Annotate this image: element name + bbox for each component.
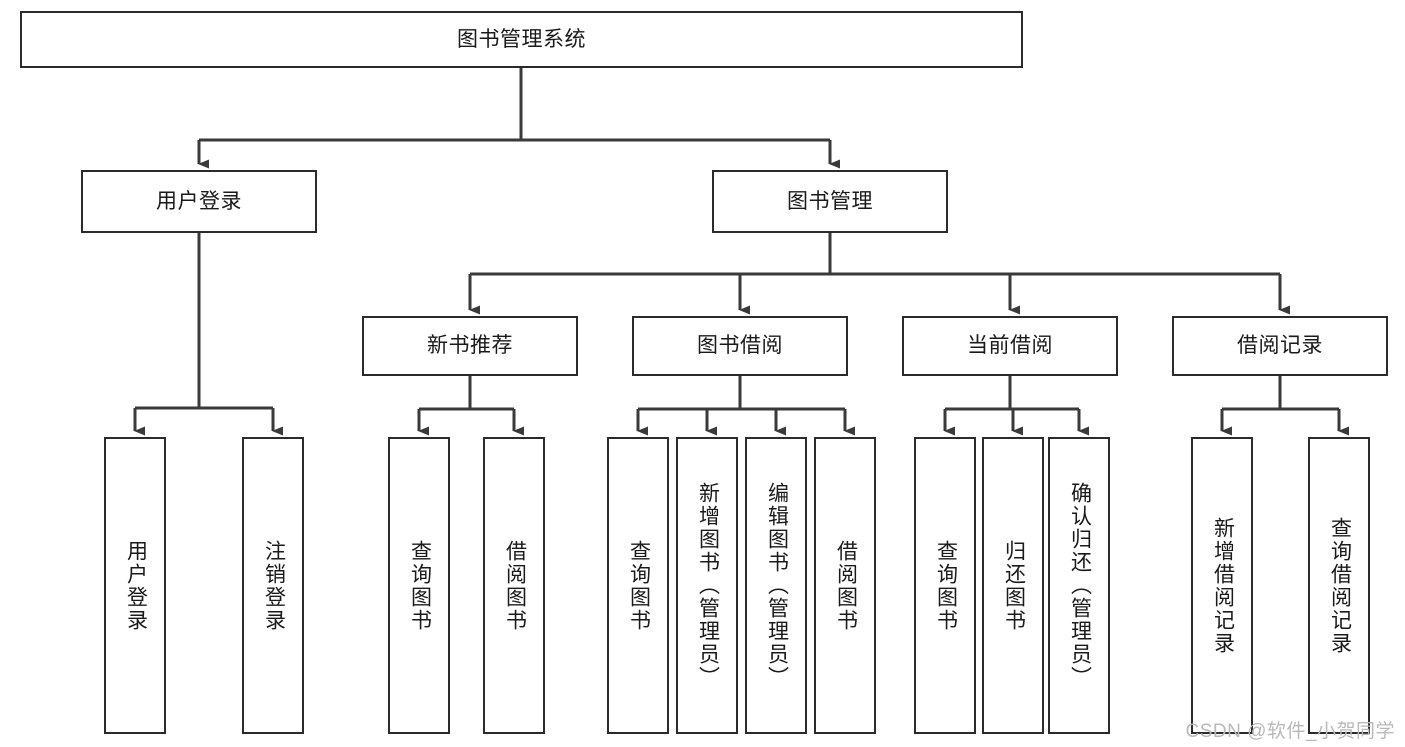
node-label: 用户登录 [124,539,148,632]
node-label: 图书管理 [787,189,873,213]
node-root-book-management-system[interactable]: 图书管理系统 [20,11,1023,68]
node-label: 借阅图书 [503,539,527,632]
leaf-book-borrow-3[interactable]: 编辑图书（管理员） [745,437,807,734]
leaf-current-borrow-3[interactable]: 确认归还（管理员） [1048,437,1110,734]
leaf-new-book-recommend-1[interactable]: 查询图书 [388,437,450,734]
node-label: 查询图书 [627,539,651,632]
node-label: 查询图书 [408,539,432,632]
leaf-user-login-2[interactable]: 注销登录 [242,437,304,734]
node-label: 新增图书（管理员） [696,482,720,689]
node-label: 归还图书 [1002,539,1026,632]
node-label: 新增借阅记录 [1211,516,1235,655]
leaf-borrow-record-1[interactable]: 新增借阅记录 [1191,437,1253,734]
node-label: 查询借阅记录 [1328,516,1352,655]
leaf-borrow-record-2[interactable]: 查询借阅记录 [1308,437,1370,734]
leaf-book-borrow-1[interactable]: 查询图书 [607,437,669,734]
node-label: 图书借阅 [697,334,783,358]
node-label: 新书推荐 [427,334,513,358]
node-book-management[interactable]: 图书管理 [712,170,948,233]
node-label: 用户登录 [156,189,242,213]
node-book-borrow[interactable]: 图书借阅 [632,316,848,376]
node-label: 当前借阅 [967,334,1053,358]
leaf-current-borrow-2[interactable]: 归还图书 [982,437,1044,734]
leaf-book-borrow-4[interactable]: 借阅图书 [814,437,876,734]
node-label: 借阅图书 [834,539,858,632]
leaf-new-book-recommend-2[interactable]: 借阅图书 [483,437,545,734]
node-user-login[interactable]: 用户登录 [81,170,317,233]
node-current-borrow[interactable]: 当前借阅 [902,316,1118,376]
leaf-current-borrow-1[interactable]: 查询图书 [914,437,976,734]
node-label: 借阅记录 [1237,334,1323,358]
node-label: 注销登录 [262,539,286,632]
leaf-user-login-1[interactable]: 用户登录 [104,437,166,734]
node-borrow-record[interactable]: 借阅记录 [1172,316,1388,376]
leaf-book-borrow-2[interactable]: 新增图书（管理员） [676,437,738,734]
node-new-book-recommend[interactable]: 新书推荐 [362,316,578,376]
node-label: 确认归还（管理员） [1068,482,1092,689]
node-label: 查询图书 [934,539,958,632]
node-label: 图书管理系统 [457,27,586,51]
node-label: 编辑图书（管理员） [765,482,789,689]
